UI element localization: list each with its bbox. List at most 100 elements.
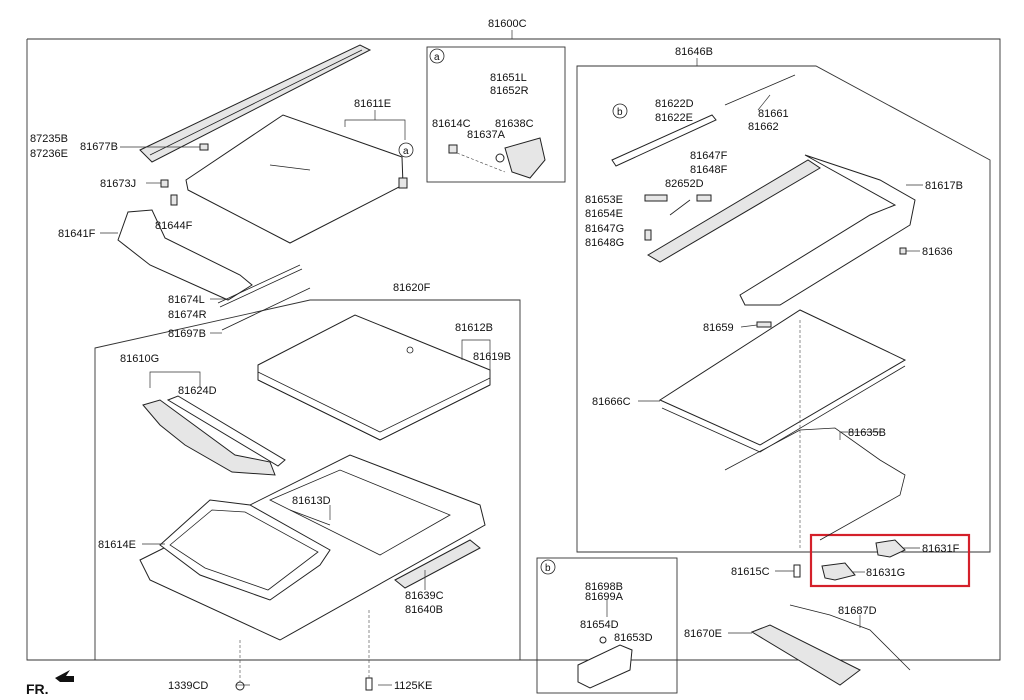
bolt-1125KE <box>365 677 373 691</box>
label-81659: 81659 <box>703 322 734 334</box>
label-81617B: 81617B <box>925 180 963 192</box>
circle-b-marker <box>540 559 556 575</box>
leader-81659 <box>740 324 758 328</box>
label-81653E: 81653E <box>585 194 623 206</box>
label-81641F: 81641F <box>58 228 96 240</box>
sunshade-edge <box>661 365 906 453</box>
leader-81635B <box>839 431 882 440</box>
label-circle-b: b <box>545 563 551 574</box>
label-81646B: 81646B <box>675 46 713 58</box>
label-81631F: 81631F <box>922 543 960 555</box>
label-1339CD: 1339CD <box>168 680 208 692</box>
main-frame <box>27 38 1001 661</box>
circle-b-ref <box>612 103 628 119</box>
label-circle-a: a <box>434 52 440 63</box>
label-81653D: 81653D <box>614 632 653 644</box>
label-81698B: 81698B <box>585 581 623 593</box>
seal-strip-81674 <box>217 264 301 304</box>
clip-81673J <box>160 179 169 188</box>
label-81640B: 81640B <box>405 604 443 616</box>
roof-molding-line <box>149 49 363 156</box>
leader-81611E <box>344 119 406 140</box>
label-81648F: 81648F <box>690 164 728 176</box>
label-81654D: 81654D <box>580 619 619 631</box>
label-81670E: 81670E <box>684 628 722 640</box>
label-81624D: 81624D <box>178 385 217 397</box>
guide-rail-left <box>647 159 821 263</box>
part-81654D <box>599 636 607 644</box>
rail-81622D <box>611 114 717 167</box>
label-81614E: 81614E <box>98 539 136 551</box>
rail-81661 <box>724 74 796 106</box>
bracket-81639C <box>394 539 481 589</box>
label-81647F: 81647F <box>690 150 728 162</box>
glass-reflection <box>269 164 311 171</box>
detail-box-a <box>426 46 566 183</box>
bolt-1339CD <box>235 681 245 691</box>
fr-arrow-icon <box>55 670 74 682</box>
label-1125KE: 1125KE <box>394 680 432 692</box>
part-81647G <box>644 229 652 241</box>
label-81651L: 81651L <box>490 72 527 84</box>
label-81697B: 81697B <box>168 328 206 340</box>
glass-marker <box>406 346 414 354</box>
label-circle-b-ref: b <box>617 107 623 118</box>
label-81638C: 81638C <box>495 118 534 130</box>
part-81651L <box>504 137 546 179</box>
part-81613D <box>289 509 331 526</box>
label-81620F: 81620F <box>393 282 431 294</box>
label-81635B: 81635B <box>848 427 886 439</box>
leader-81610G <box>149 371 201 388</box>
label-81654E: 81654E <box>585 208 623 220</box>
shade-81610G <box>142 399 276 476</box>
strip-81624D <box>166 395 286 467</box>
glass-panel-81611E <box>185 114 404 244</box>
label-87235B: 87235B <box>30 133 68 145</box>
part-81637A <box>495 153 505 163</box>
label-81666C: 81666C <box>592 396 631 408</box>
label-81615C: 81615C <box>731 566 770 578</box>
label-81622D: 81622D <box>655 98 694 110</box>
label-fr: FR. <box>26 681 49 697</box>
label-81636: 81636 <box>922 246 953 258</box>
cable-81635B <box>724 427 906 541</box>
label-81687D: 81687D <box>838 605 877 617</box>
label-81652R: 81652R <box>490 85 529 97</box>
part-81659 <box>756 321 772 328</box>
rear-opening <box>269 469 451 556</box>
trim-81670E <box>750 624 861 686</box>
frame-assembly-box <box>576 65 991 553</box>
harness-81687D <box>789 604 911 671</box>
label-81619B: 81619B <box>473 351 511 363</box>
label-81612B: 81612B <box>455 322 493 334</box>
label-82652D: 82652D <box>665 178 704 190</box>
label-81674L: 81674L <box>168 294 205 306</box>
label-81613D: 81613D <box>292 495 331 507</box>
seal-strip-81674-b <box>219 268 303 308</box>
clip-81677B <box>199 143 209 151</box>
label-81648G: 81648G <box>585 237 624 249</box>
label-81673J: 81673J <box>100 178 136 190</box>
glass-81612B-edge <box>257 371 491 433</box>
label-81699A: 81699A <box>585 591 624 603</box>
glass-81619B-edge <box>257 379 491 441</box>
sunroof-opening-inner <box>169 509 319 591</box>
detail-box-b <box>536 557 678 694</box>
label-81611E: 81611E <box>354 98 391 110</box>
label-circle-a-ref: a <box>403 146 409 157</box>
part-81698B <box>577 644 633 689</box>
motor-81631F <box>875 539 906 558</box>
part-81653E <box>644 194 668 202</box>
label-87236E: 87236E <box>30 148 68 160</box>
label-81631G: 81631G <box>866 567 905 579</box>
label-81614C: 81614C <box>432 118 471 130</box>
highlight-box <box>809 533 971 588</box>
label-81661: 81661 <box>758 108 789 120</box>
leader-81661 <box>757 94 771 111</box>
motor-81631G <box>821 562 856 581</box>
label-81600C: 81600C <box>488 18 527 30</box>
label-81622E: 81622E <box>655 112 693 124</box>
label-81674R: 81674R <box>168 309 207 321</box>
circle-a-ref <box>398 142 414 158</box>
